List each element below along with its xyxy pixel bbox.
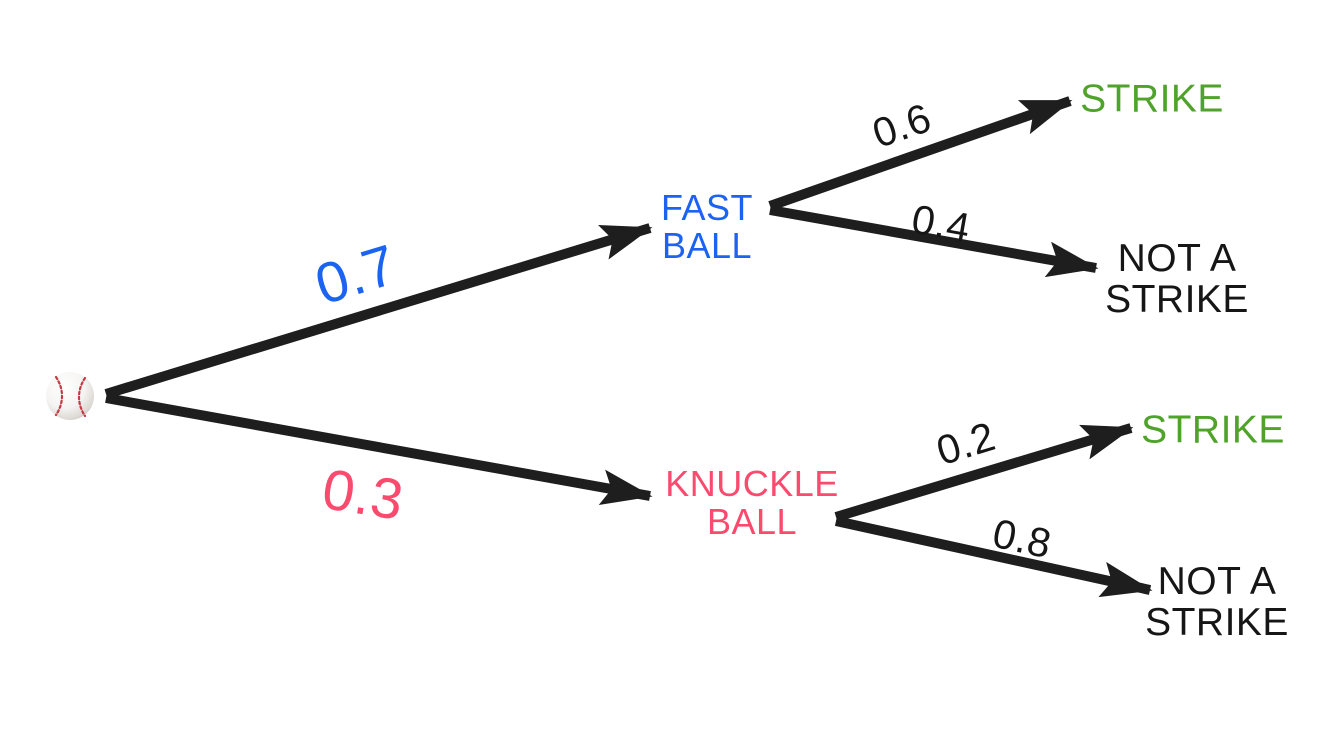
- probability-fastball-not-a-strike: 0.4: [908, 195, 974, 252]
- outcome-text-line2: STRIKE: [1145, 601, 1289, 644]
- outcome-fastball-not-a-strike: NOT A STRIKE: [1105, 238, 1249, 320]
- branch-knuckleball-to-strike: [834, 423, 1134, 522]
- node-fastball-line1: FAST: [660, 187, 754, 228]
- baseball-icon: [46, 372, 94, 420]
- node-knuckleball: KNUCKLE BALL: [665, 465, 839, 541]
- branch-fastball-to-not-a-strike: [769, 205, 1099, 278]
- outcome-knuckleball-strike: STRIKE: [1141, 410, 1285, 451]
- outcome-fastball-strike: STRIKE: [1080, 79, 1224, 120]
- branch-knuckleball-to-not-a-strike: [834, 516, 1153, 598]
- outcome-text-line1: NOT A: [1117, 237, 1237, 280]
- probability-knuckleball: 0.3: [318, 457, 408, 533]
- outcome-text-line1: NOT A: [1157, 560, 1277, 603]
- node-fastball: FAST BALL: [661, 189, 753, 265]
- outcome-text: STRIKE: [1141, 408, 1285, 452]
- node-knuckleball-line1: KNUCKLE: [665, 463, 839, 504]
- outcome-knuckleball-not-a-strike: NOT A STRIKE: [1145, 561, 1289, 643]
- node-fastball-line2: BALL: [661, 225, 753, 266]
- branch-root-to-knuckleball: [105, 393, 653, 506]
- branch-fastball-to-strike: [768, 96, 1073, 211]
- branch-root-to-fastball: [104, 223, 653, 399]
- outcome-text: STRIKE: [1080, 77, 1224, 121]
- outcome-text-line2: STRIKE: [1105, 278, 1249, 321]
- node-knuckleball-line2: BALL: [706, 501, 798, 542]
